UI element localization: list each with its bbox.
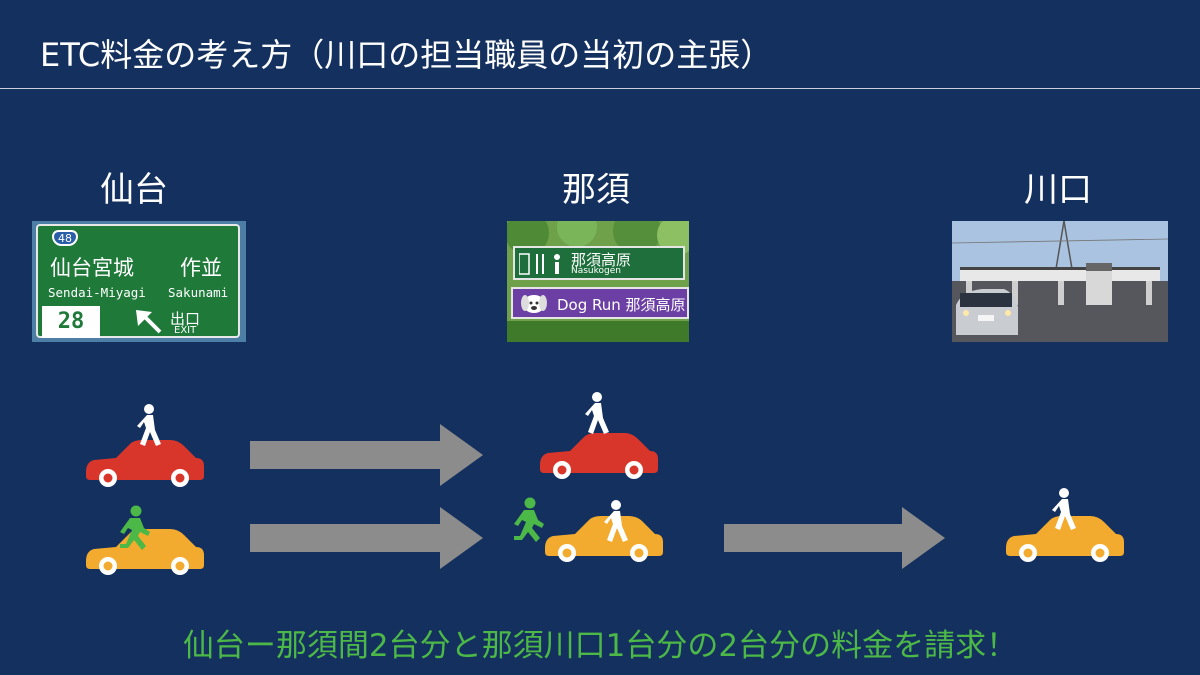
nasukogen-en: Nasukogen: [571, 266, 621, 276]
yellow-car-nasu: [545, 516, 663, 562]
red-car-sendai: [86, 440, 204, 487]
kawaguchi-tollgate-photo: [952, 221, 1168, 342]
sign-jp-left: 仙台宮城: [50, 256, 134, 280]
up-left-arrow-icon: [136, 310, 162, 334]
footer-statement: 仙台ー那須間2台分と那須川口1台分の2台分の料金を請求！: [182, 628, 1018, 664]
right-arrow-icon: [250, 424, 483, 486]
sign-exit-jp: 出口: [170, 310, 201, 328]
sendai-road-sign-photo: 48 仙台宮城 作並 Sendai-Miyagi Sakunami 28 出口 …: [32, 221, 246, 342]
right-arrow-icon: [724, 507, 945, 569]
sign-exit-en: EXIT: [174, 325, 197, 336]
toilet-icon: [519, 253, 530, 275]
running-person-icon: [514, 497, 544, 542]
walking-person-icon: [137, 404, 161, 446]
nasu-sign-photo: 那須高原 Nasukogen Dog Run 那須高原: [507, 221, 689, 342]
place-label-kawaguchi: 川口: [1024, 170, 1092, 210]
sign-plate: 48 仙台宮城 作並 Sendai-Miyagi Sakunami 28 出口 …: [36, 224, 240, 338]
dogrun-sign-plate: Dog Run 那須高原: [511, 287, 689, 319]
yellow-car-kawaguchi: [1006, 516, 1124, 562]
dogrun-text: Dog Run 那須高原: [557, 296, 686, 314]
red-car-nasu: [540, 433, 658, 479]
route-48-icon: 48: [52, 230, 78, 246]
slide-title: ETC料金の考え方（川口の担当職員の当初の主張）: [40, 36, 773, 74]
info-icon: [554, 254, 560, 260]
sign-exit-number: 28: [42, 306, 100, 338]
title-divider: [0, 88, 1200, 89]
yellow-car-sendai: [86, 529, 204, 575]
dog-icon: [521, 295, 547, 313]
trees-background: [507, 221, 689, 342]
nasukogen-sign-plate: 那須高原 Nasukogen: [513, 246, 685, 280]
sign-en-right: Sakunami: [168, 285, 229, 300]
sign-jp-right: 作並: [180, 256, 222, 280]
place-label-sendai: 仙台: [100, 170, 168, 210]
sign-en-left: Sendai-Miyagi: [48, 285, 146, 300]
right-arrow-icon: [250, 507, 483, 569]
service-area-icons: [519, 253, 560, 275]
nasukogen-jp: 那須高原: [571, 251, 632, 269]
place-label-nasu: 那須: [562, 170, 630, 210]
walking-person-icon: [585, 392, 609, 434]
